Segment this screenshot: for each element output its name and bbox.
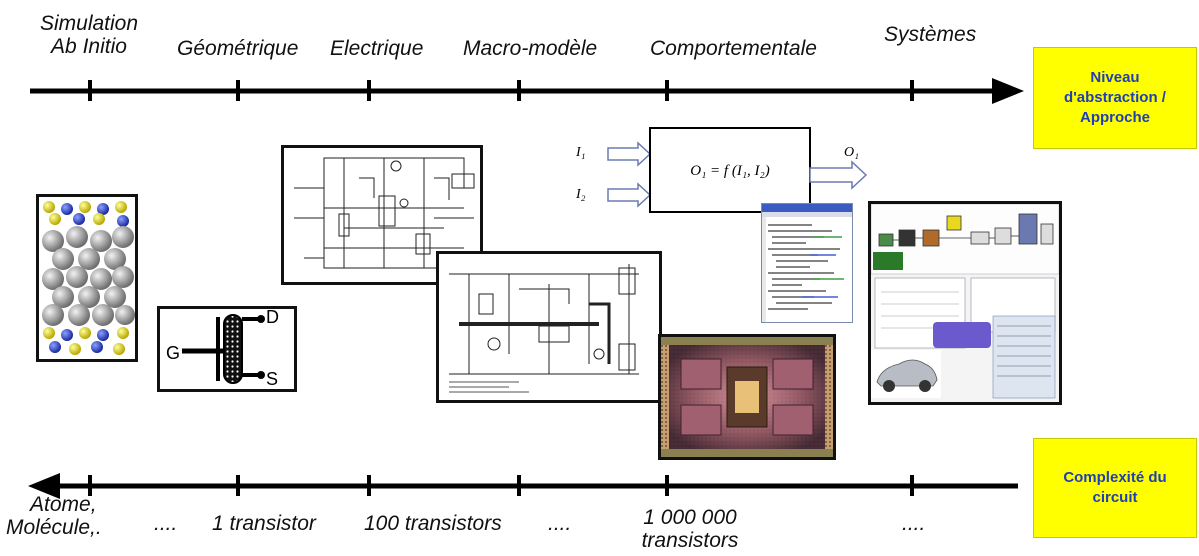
behavioral-model-diagram: I₁ I₂ O₁ = f (I₁, I₂) O₁ <box>575 127 868 213</box>
input-2-arrow <box>607 182 652 208</box>
transistor-symbol: D G S <box>157 306 297 392</box>
level-label-electrique: Electrique <box>330 37 424 60</box>
chip-die-photo <box>658 334 836 460</box>
top-axis <box>30 78 1024 104</box>
input-1-arrow <box>607 141 652 167</box>
complexity-label-dots-1: .... <box>154 512 178 535</box>
output-arrow <box>809 160 868 190</box>
top-axis-arrowhead <box>992 78 1024 104</box>
grey-atom-lattice <box>42 226 135 326</box>
top-atom-row <box>43 201 129 227</box>
complexity-label-100-transistors: 100 transistors <box>364 512 502 535</box>
complexity-label-atome: Atome, Molécule,. <box>6 493 102 539</box>
complexity-label-dots-2: .... <box>548 512 572 535</box>
level-label-macro-modele: Macro-modèle <box>463 37 598 60</box>
complexity-label-1000000-transistors: 1 000 000 transistors <box>641 506 739 552</box>
function-equation: O₁ = f (I₁, I₂) <box>690 163 770 179</box>
level-label-ab-initio: Simulation Ab Initio <box>39 12 139 58</box>
function-box <box>649 127 811 213</box>
macro-model-schematic <box>436 251 662 403</box>
complexity-label-1-transistor: 1 transistor <box>212 512 316 535</box>
level-label-systemes: Systèmes <box>884 23 977 46</box>
abstraction-level-box: Niveau d'abstraction / Approche <box>1033 47 1197 149</box>
bottom-atom-row <box>43 327 129 355</box>
output-label: O₁ <box>844 145 859 160</box>
source-label: S <box>266 369 279 389</box>
input-2-label: I₂ <box>575 187 586 202</box>
code-window-screenshot <box>761 203 853 323</box>
level-label-geometrique: Géométrique <box>177 37 299 60</box>
input-1-label: I₁ <box>575 145 586 160</box>
gate-label: G <box>166 343 181 363</box>
drain-label: D <box>266 307 279 327</box>
bottom-axis-arrowhead <box>28 473 60 499</box>
complexity-label-dots-3: .... <box>902 512 926 535</box>
circuit-complexity-box: Complexité du circuit <box>1033 438 1197 538</box>
molecule-image <box>36 194 138 362</box>
level-label-comportementale: Comportementale <box>650 37 817 60</box>
channel <box>223 314 243 384</box>
bottom-axis <box>28 473 1018 499</box>
system-model-screenshot <box>868 201 1062 405</box>
